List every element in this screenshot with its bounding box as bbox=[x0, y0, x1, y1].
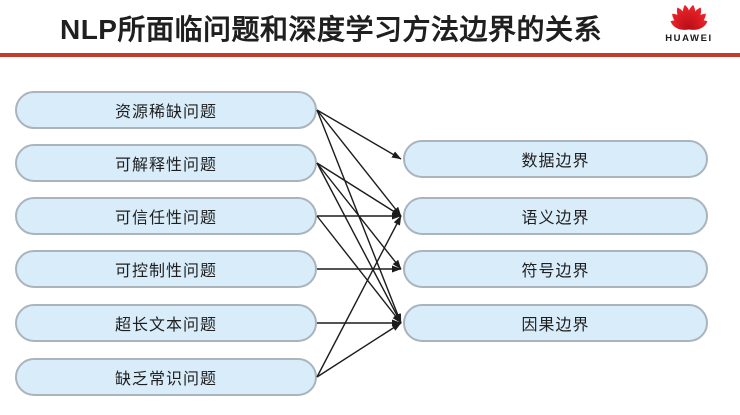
arrow-l2-r3 bbox=[316, 162, 402, 270]
arrow-l6-r2 bbox=[316, 215, 402, 378]
huawei-logo: HUAWEI bbox=[660, 3, 718, 53]
accent-divider bbox=[0, 53, 740, 57]
arrow-l6-r4 bbox=[316, 322, 402, 378]
problem-box-l5: 超长文本问题 bbox=[15, 304, 317, 342]
problem-box-l3: 可信任性问题 bbox=[15, 197, 317, 235]
boundary-box-r2: 语义边界 bbox=[403, 197, 708, 235]
problem-box-l4: 可控制性问题 bbox=[15, 250, 317, 288]
problem-box-l6: 缺乏常识问题 bbox=[15, 358, 317, 396]
arrow-l1-r4 bbox=[316, 109, 402, 324]
arrow-l2-r2 bbox=[316, 162, 402, 217]
boundary-box-r1: 数据边界 bbox=[403, 140, 708, 178]
arrow-l2-r4 bbox=[316, 162, 402, 324]
problem-box-l1: 资源稀缺问题 bbox=[15, 91, 317, 129]
boundary-box-r3: 符号边界 bbox=[403, 250, 708, 288]
page-title: NLP所面临问题和深度学习方法边界的关系 bbox=[59, 14, 602, 45]
brand-wordmark: HUAWEI bbox=[665, 33, 713, 44]
arrow-l1-r2 bbox=[316, 109, 402, 217]
huawei-flower-icon bbox=[670, 4, 708, 30]
boundary-box-r4: 因果边界 bbox=[403, 304, 708, 342]
arrow-l1-r1 bbox=[316, 109, 402, 160]
arrow-l3-r4 bbox=[316, 215, 402, 324]
problem-box-l2: 可解释性问题 bbox=[15, 144, 317, 182]
